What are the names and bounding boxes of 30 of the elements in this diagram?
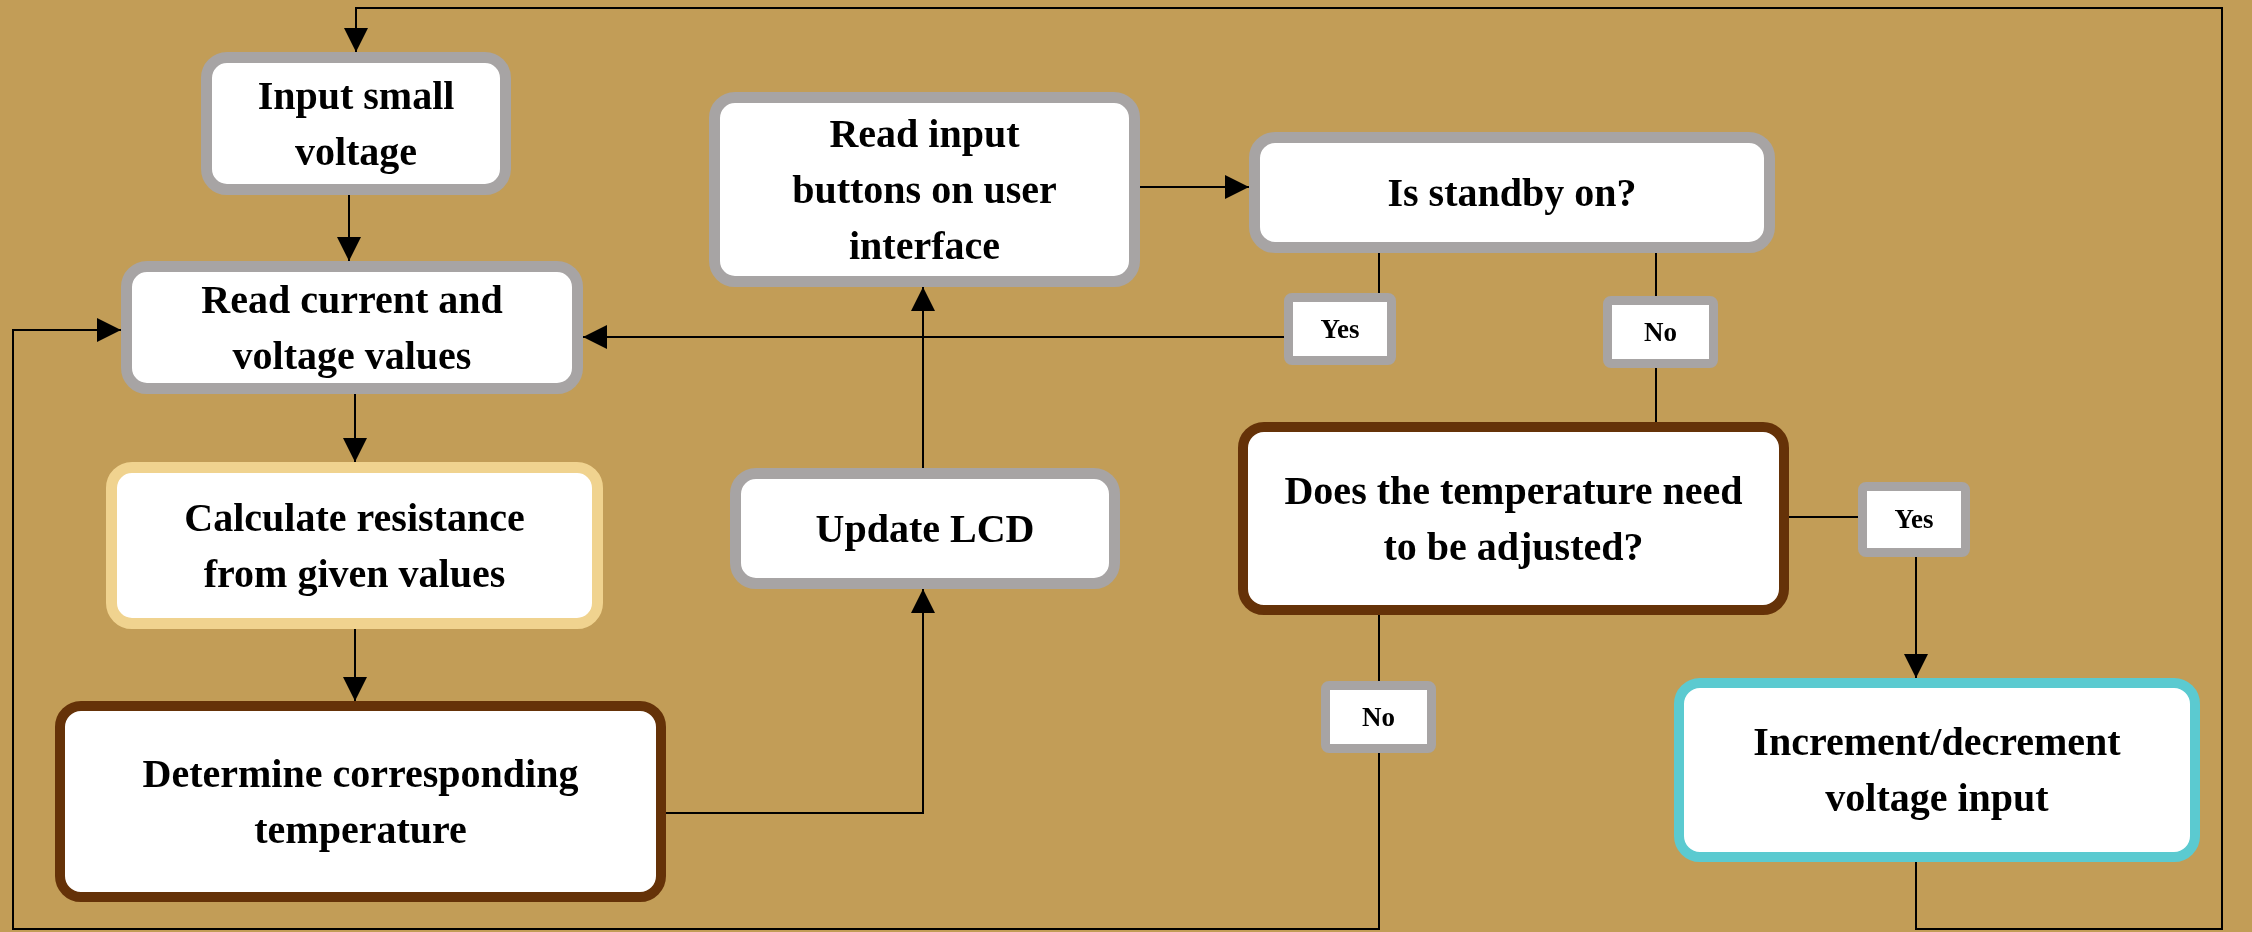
arrow (12, 318, 1380, 930)
arrow (665, 588, 935, 814)
node-text: Update LCD (815, 504, 1035, 553)
edge-label: No (1321, 681, 1436, 753)
node-text: Read input buttons on user interface (791, 109, 1058, 270)
arrow (343, 628, 367, 702)
arrow (343, 393, 367, 463)
node-text: Is standby on? (1387, 168, 1637, 217)
process-box (1249, 132, 1775, 253)
decision-box (55, 701, 666, 902)
process-box (106, 462, 603, 629)
process-box (121, 261, 583, 394)
edge-label: Yes (1858, 482, 1970, 557)
node-text: Calculate resistance from given values (183, 493, 526, 598)
process-box (730, 468, 1120, 589)
node-text: Increment/decrement voltage input (1752, 718, 2122, 822)
process-box (709, 92, 1140, 287)
edge-label: Yes (1284, 293, 1396, 365)
arrow (911, 286, 935, 469)
edge-label: No (1603, 296, 1718, 368)
node-text: Does the temperature need to be adjusted? (1283, 466, 1744, 571)
node-text: Input small voltage (256, 71, 456, 176)
arrow (1139, 175, 1250, 199)
arrow (337, 194, 361, 262)
node-text: Determine corresponding temperature (141, 749, 580, 854)
node-text: Read current and voltage values (200, 275, 504, 380)
arrow (344, 7, 2223, 930)
process-box (1674, 678, 2200, 862)
process-box (201, 52, 511, 195)
decision-box (1238, 422, 1789, 615)
